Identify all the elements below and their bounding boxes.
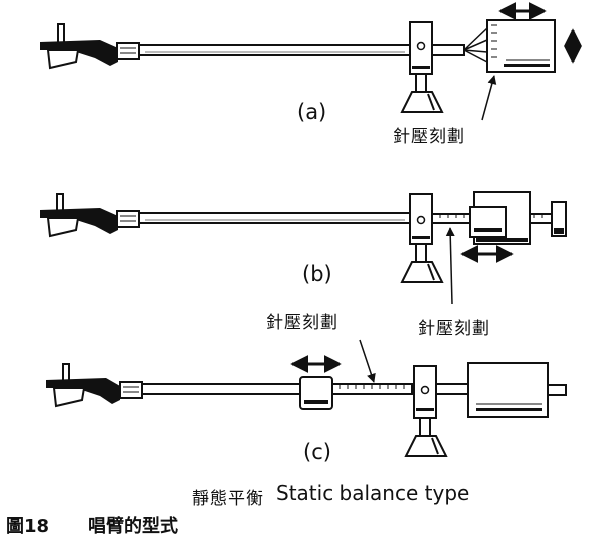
counterweight-small-c — [299, 376, 333, 410]
pivot-c — [404, 365, 448, 457]
subtitle-zh: 靜態平衡 — [192, 489, 264, 509]
arm-tube-c — [141, 383, 413, 395]
counterweight-c — [467, 362, 549, 418]
tonearm-c — [46, 339, 567, 457]
panel-label-a: (a) — [297, 100, 327, 124]
callout-stylus-pressure-scale-b2: 針壓刻劃 — [418, 319, 490, 339]
callout-arrow-b — [445, 227, 455, 305]
arm-tube-a — [138, 44, 412, 56]
tonearm-a — [40, 2, 582, 121]
pivot-a — [400, 21, 444, 113]
collar-c — [119, 381, 143, 399]
collar-b — [116, 210, 140, 228]
callout-stylus-pressure-scale-b1: 針壓刻劃 — [266, 313, 338, 333]
callout-arrow-a — [481, 75, 497, 121]
callout-arrow-c — [359, 339, 376, 383]
callout-stylus-pressure-scale-a: 針壓刻劃 — [393, 127, 465, 147]
rod-end-c — [547, 384, 567, 396]
headshell-a — [40, 23, 118, 70]
collar-a — [116, 42, 140, 60]
headshell-c — [46, 363, 120, 408]
panel-label-b: (b) — [302, 262, 332, 286]
headshell-b — [40, 193, 118, 238]
figure-number: 圖18 — [6, 516, 50, 537]
tonearm-b — [40, 191, 567, 305]
counterweight-a — [486, 19, 556, 73]
pivot-b — [400, 193, 444, 283]
end-weight-b — [551, 201, 567, 237]
panel-label-c: (c) — [303, 440, 331, 464]
figure-title: 唱臂的型式 — [88, 516, 178, 537]
counterweight-b — [469, 191, 531, 245]
subtitle-en: Static balance type — [276, 481, 470, 505]
arm-tube-b — [138, 212, 412, 224]
